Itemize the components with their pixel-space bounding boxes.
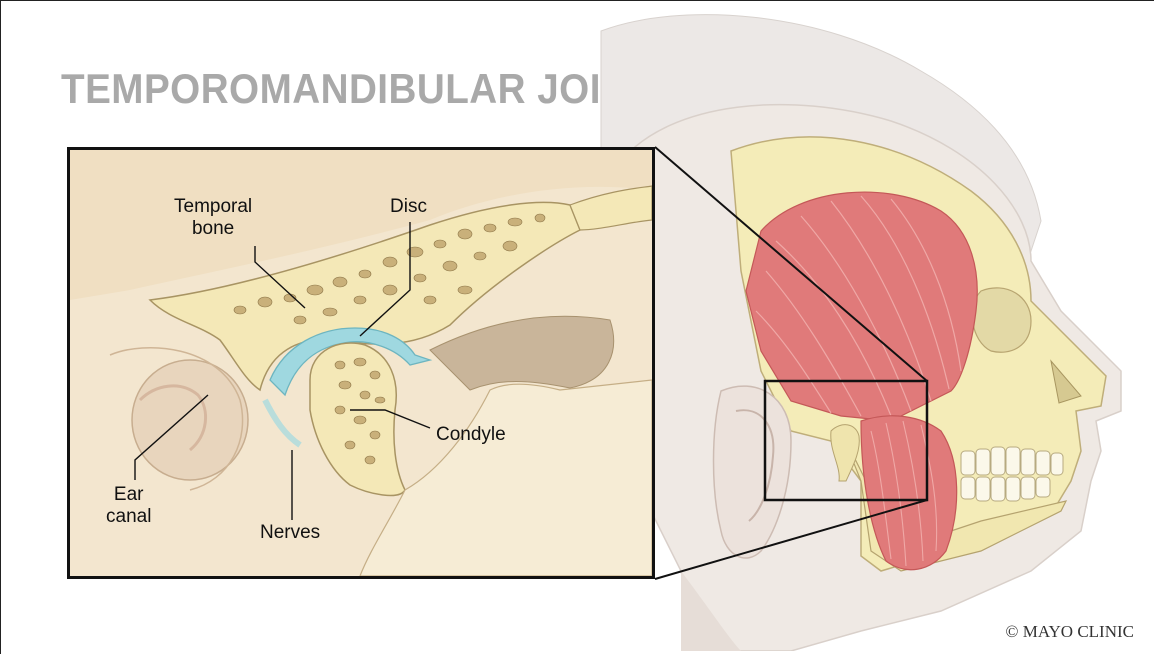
cross-section-art bbox=[70, 150, 652, 576]
temporal-bone-label-line1: Temporal bbox=[174, 196, 252, 218]
ear-canal-label-line2: canal bbox=[106, 506, 151, 528]
nerves-label: Nerves bbox=[260, 522, 320, 544]
temporal-bone-label: Temporal bone bbox=[174, 196, 252, 240]
ear-canal-label-line1: Ear bbox=[106, 484, 151, 506]
copyright-credit: © MAYO CLINIC bbox=[1006, 622, 1134, 642]
temporal-bone-label-line2: bone bbox=[174, 218, 252, 240]
eye-socket bbox=[972, 288, 1031, 352]
joint-cross-section-inset: Temporal bone Disc Condyle Ear canal Ner… bbox=[67, 147, 655, 579]
ear-canal-label: Ear canal bbox=[106, 484, 151, 528]
condyle-label: Condyle bbox=[436, 424, 506, 446]
upper-teeth bbox=[961, 447, 1063, 475]
disc-label: Disc bbox=[390, 196, 427, 218]
